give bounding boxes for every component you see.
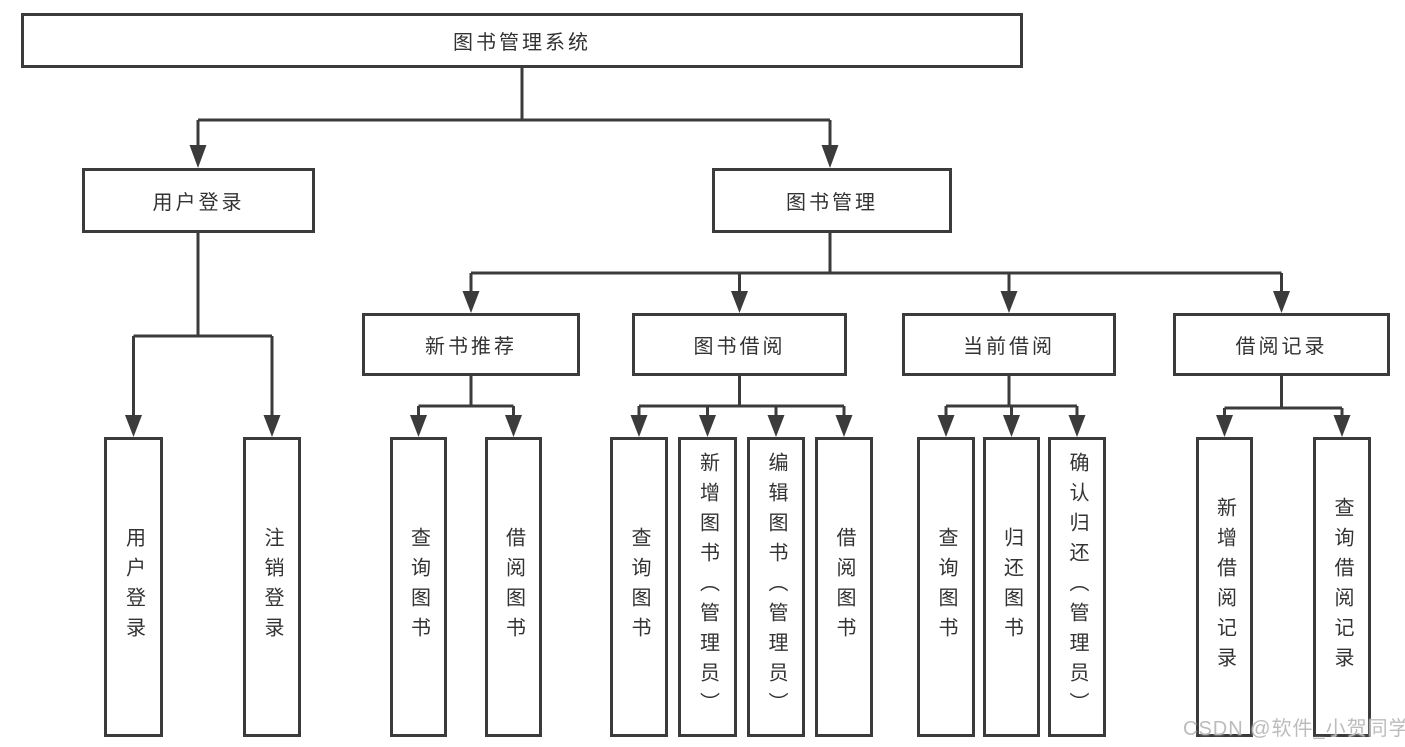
leaf-label: 查询借阅记录 bbox=[1331, 497, 1353, 677]
leaf-label: 用户登录 bbox=[122, 527, 145, 647]
node-new-book-recommendation: 新书推荐 bbox=[362, 313, 580, 376]
leaf-user-login: 用户登录 bbox=[104, 437, 163, 737]
node-book-management: 图书管理 bbox=[712, 168, 952, 233]
leaf-query-books-recommend: 查询图书 bbox=[390, 437, 447, 737]
leaf-return-books: 归还图书 bbox=[983, 437, 1040, 737]
leaf-add-borrow-record: 新增借阅记录 bbox=[1196, 437, 1253, 737]
node-label: 当前借阅 bbox=[963, 336, 1055, 358]
leaf-borrow-books-recommend: 借阅图书 bbox=[485, 437, 542, 737]
csdn-watermark: CSDN @软件_小贺同学 bbox=[1183, 718, 1405, 740]
node-label: 图书管理 bbox=[786, 192, 878, 214]
leaf-confirm-return-admin: 确认归还（管理员） bbox=[1048, 437, 1106, 737]
leaf-label: 新增图书（管理员） bbox=[696, 452, 719, 722]
node-borrowing-records: 借阅记录 bbox=[1173, 313, 1390, 376]
node-label: 新书推荐 bbox=[425, 336, 517, 358]
leaf-add-books-admin: 新增图书（管理员） bbox=[678, 437, 737, 737]
node-label: 图书管理系统 bbox=[453, 32, 591, 54]
leaf-query-borrow-record: 查询借阅记录 bbox=[1313, 437, 1371, 737]
leaf-query-books-borrowing: 查询图书 bbox=[610, 437, 668, 737]
leaf-label: 借阅图书 bbox=[502, 527, 525, 647]
node-label: 用户登录 bbox=[152, 192, 245, 214]
leaf-label: 查询图书 bbox=[935, 527, 957, 647]
node-book-borrowing: 图书借阅 bbox=[632, 313, 847, 376]
leaf-label: 查询图书 bbox=[407, 527, 430, 647]
node-library-management-system: 图书管理系统 bbox=[21, 13, 1023, 68]
leaf-edit-books-admin: 编辑图书（管理员） bbox=[747, 437, 805, 737]
leaf-label: 编辑图书（管理员） bbox=[765, 452, 787, 722]
leaf-label: 确认归还（管理员） bbox=[1066, 452, 1088, 722]
leaf-query-books-current: 查询图书 bbox=[917, 437, 975, 737]
node-user-login: 用户登录 bbox=[82, 168, 315, 233]
node-label: 图书借阅 bbox=[693, 336, 786, 358]
node-label: 借阅记录 bbox=[1235, 336, 1328, 358]
leaf-label: 查询图书 bbox=[628, 527, 650, 647]
leaf-label: 新增借阅记录 bbox=[1213, 497, 1236, 677]
node-current-borrowing: 当前借阅 bbox=[902, 313, 1116, 376]
leaf-label: 归还图书 bbox=[1000, 527, 1023, 647]
leaf-label: 借阅图书 bbox=[833, 527, 855, 647]
leaf-logout-login: 注销登录 bbox=[243, 437, 301, 737]
leaf-borrow-books-borrowing: 借阅图书 bbox=[815, 437, 873, 737]
leaf-label: 注销登录 bbox=[261, 527, 283, 647]
